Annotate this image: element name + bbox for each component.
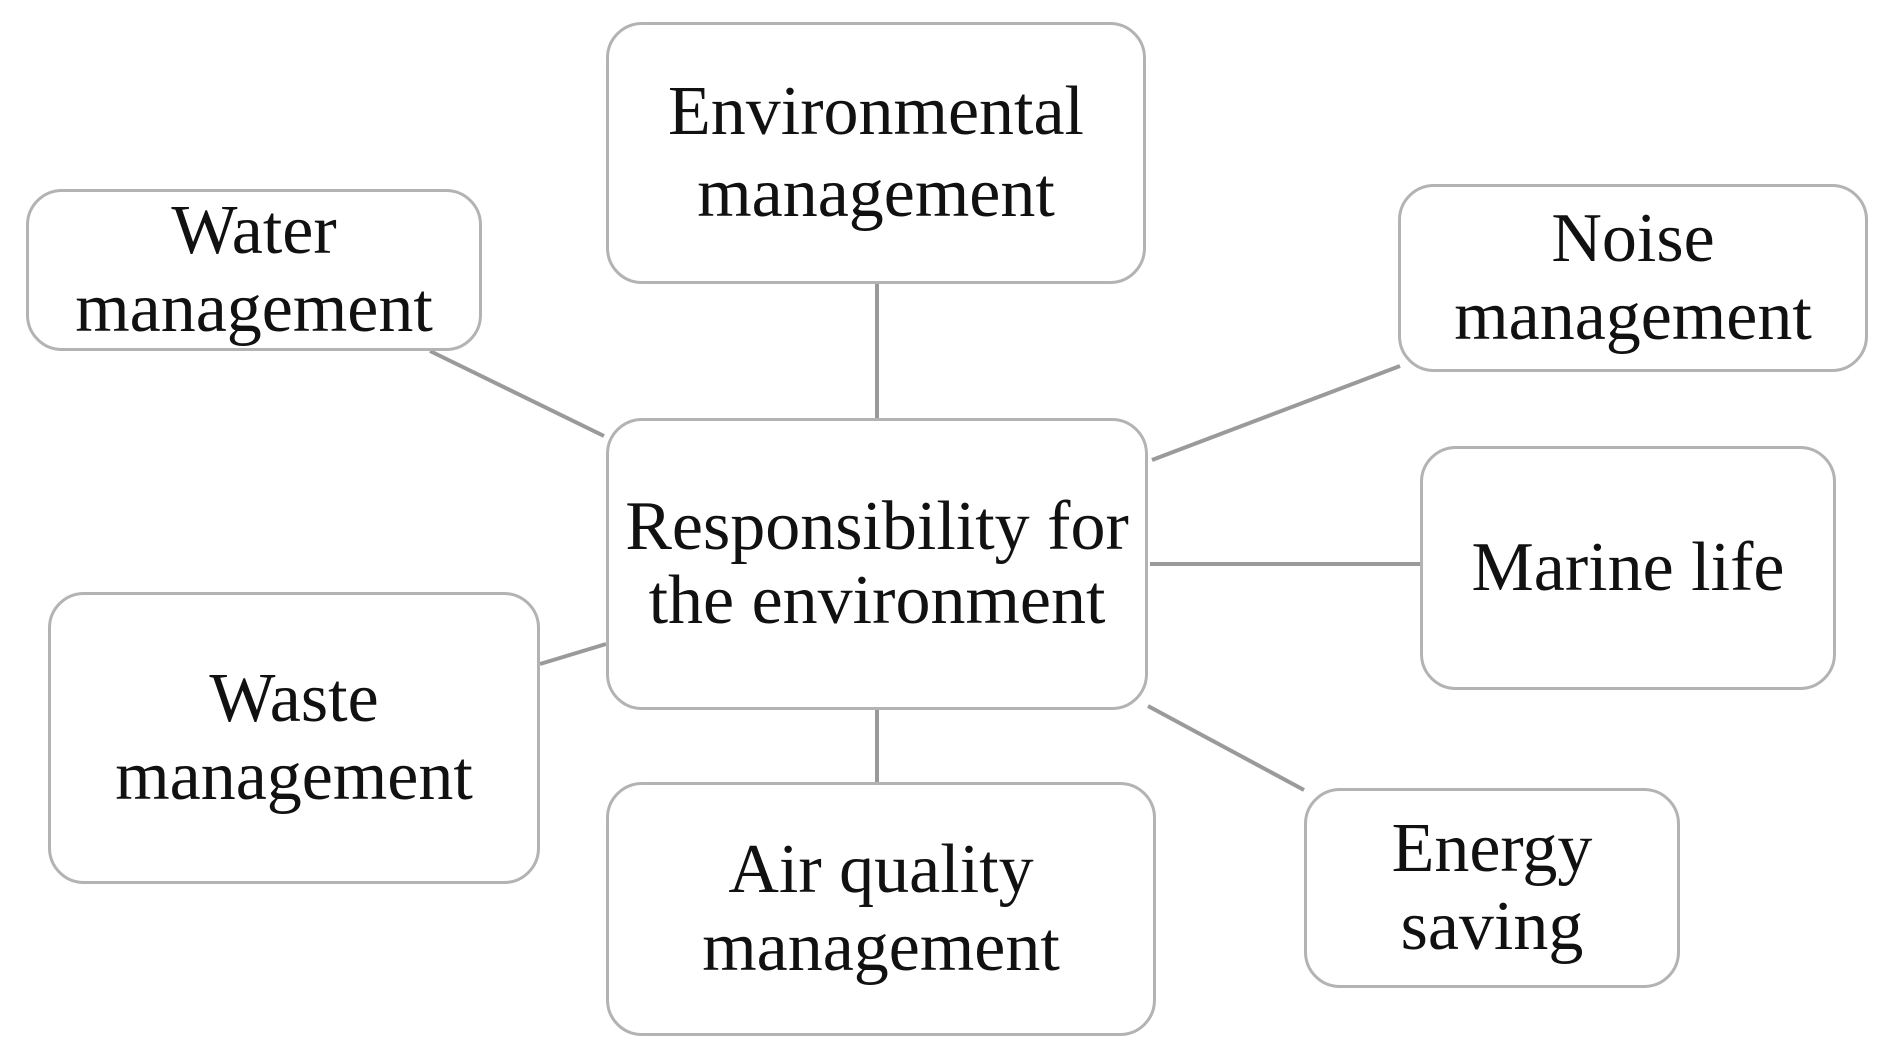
connector-waste	[539, 642, 607, 666]
node-energy-saving-label: Energy saving	[1391, 810, 1593, 965]
node-noise-management: Noise management	[1398, 184, 1868, 372]
connector-water	[429, 349, 605, 438]
node-noise-management-label: Noise management	[1454, 200, 1812, 355]
connector-noise	[1151, 364, 1401, 462]
node-water-management: Water management	[26, 189, 482, 351]
node-environmental-management-label: Environmental management	[667, 73, 1084, 232]
node-air-quality-management-label: Air quality management	[702, 831, 1060, 986]
node-water-management-label: Water management	[75, 192, 433, 347]
node-waste-management: Waste management	[48, 592, 540, 884]
node-waste-management-label: Waste management	[115, 660, 473, 815]
node-marine-life: Marine life	[1420, 446, 1836, 690]
connector-energy	[1147, 704, 1305, 792]
center-node-label: Responsibility for the environment	[625, 488, 1129, 639]
node-energy-saving: Energy saving	[1304, 788, 1680, 988]
node-responsibility-for-the-environment: Responsibility for the environment	[606, 418, 1148, 710]
node-air-quality-management: Air quality management	[606, 782, 1156, 1036]
node-environmental-management: Environmental management	[606, 22, 1146, 284]
node-marine-life-label: Marine life	[1471, 529, 1785, 606]
